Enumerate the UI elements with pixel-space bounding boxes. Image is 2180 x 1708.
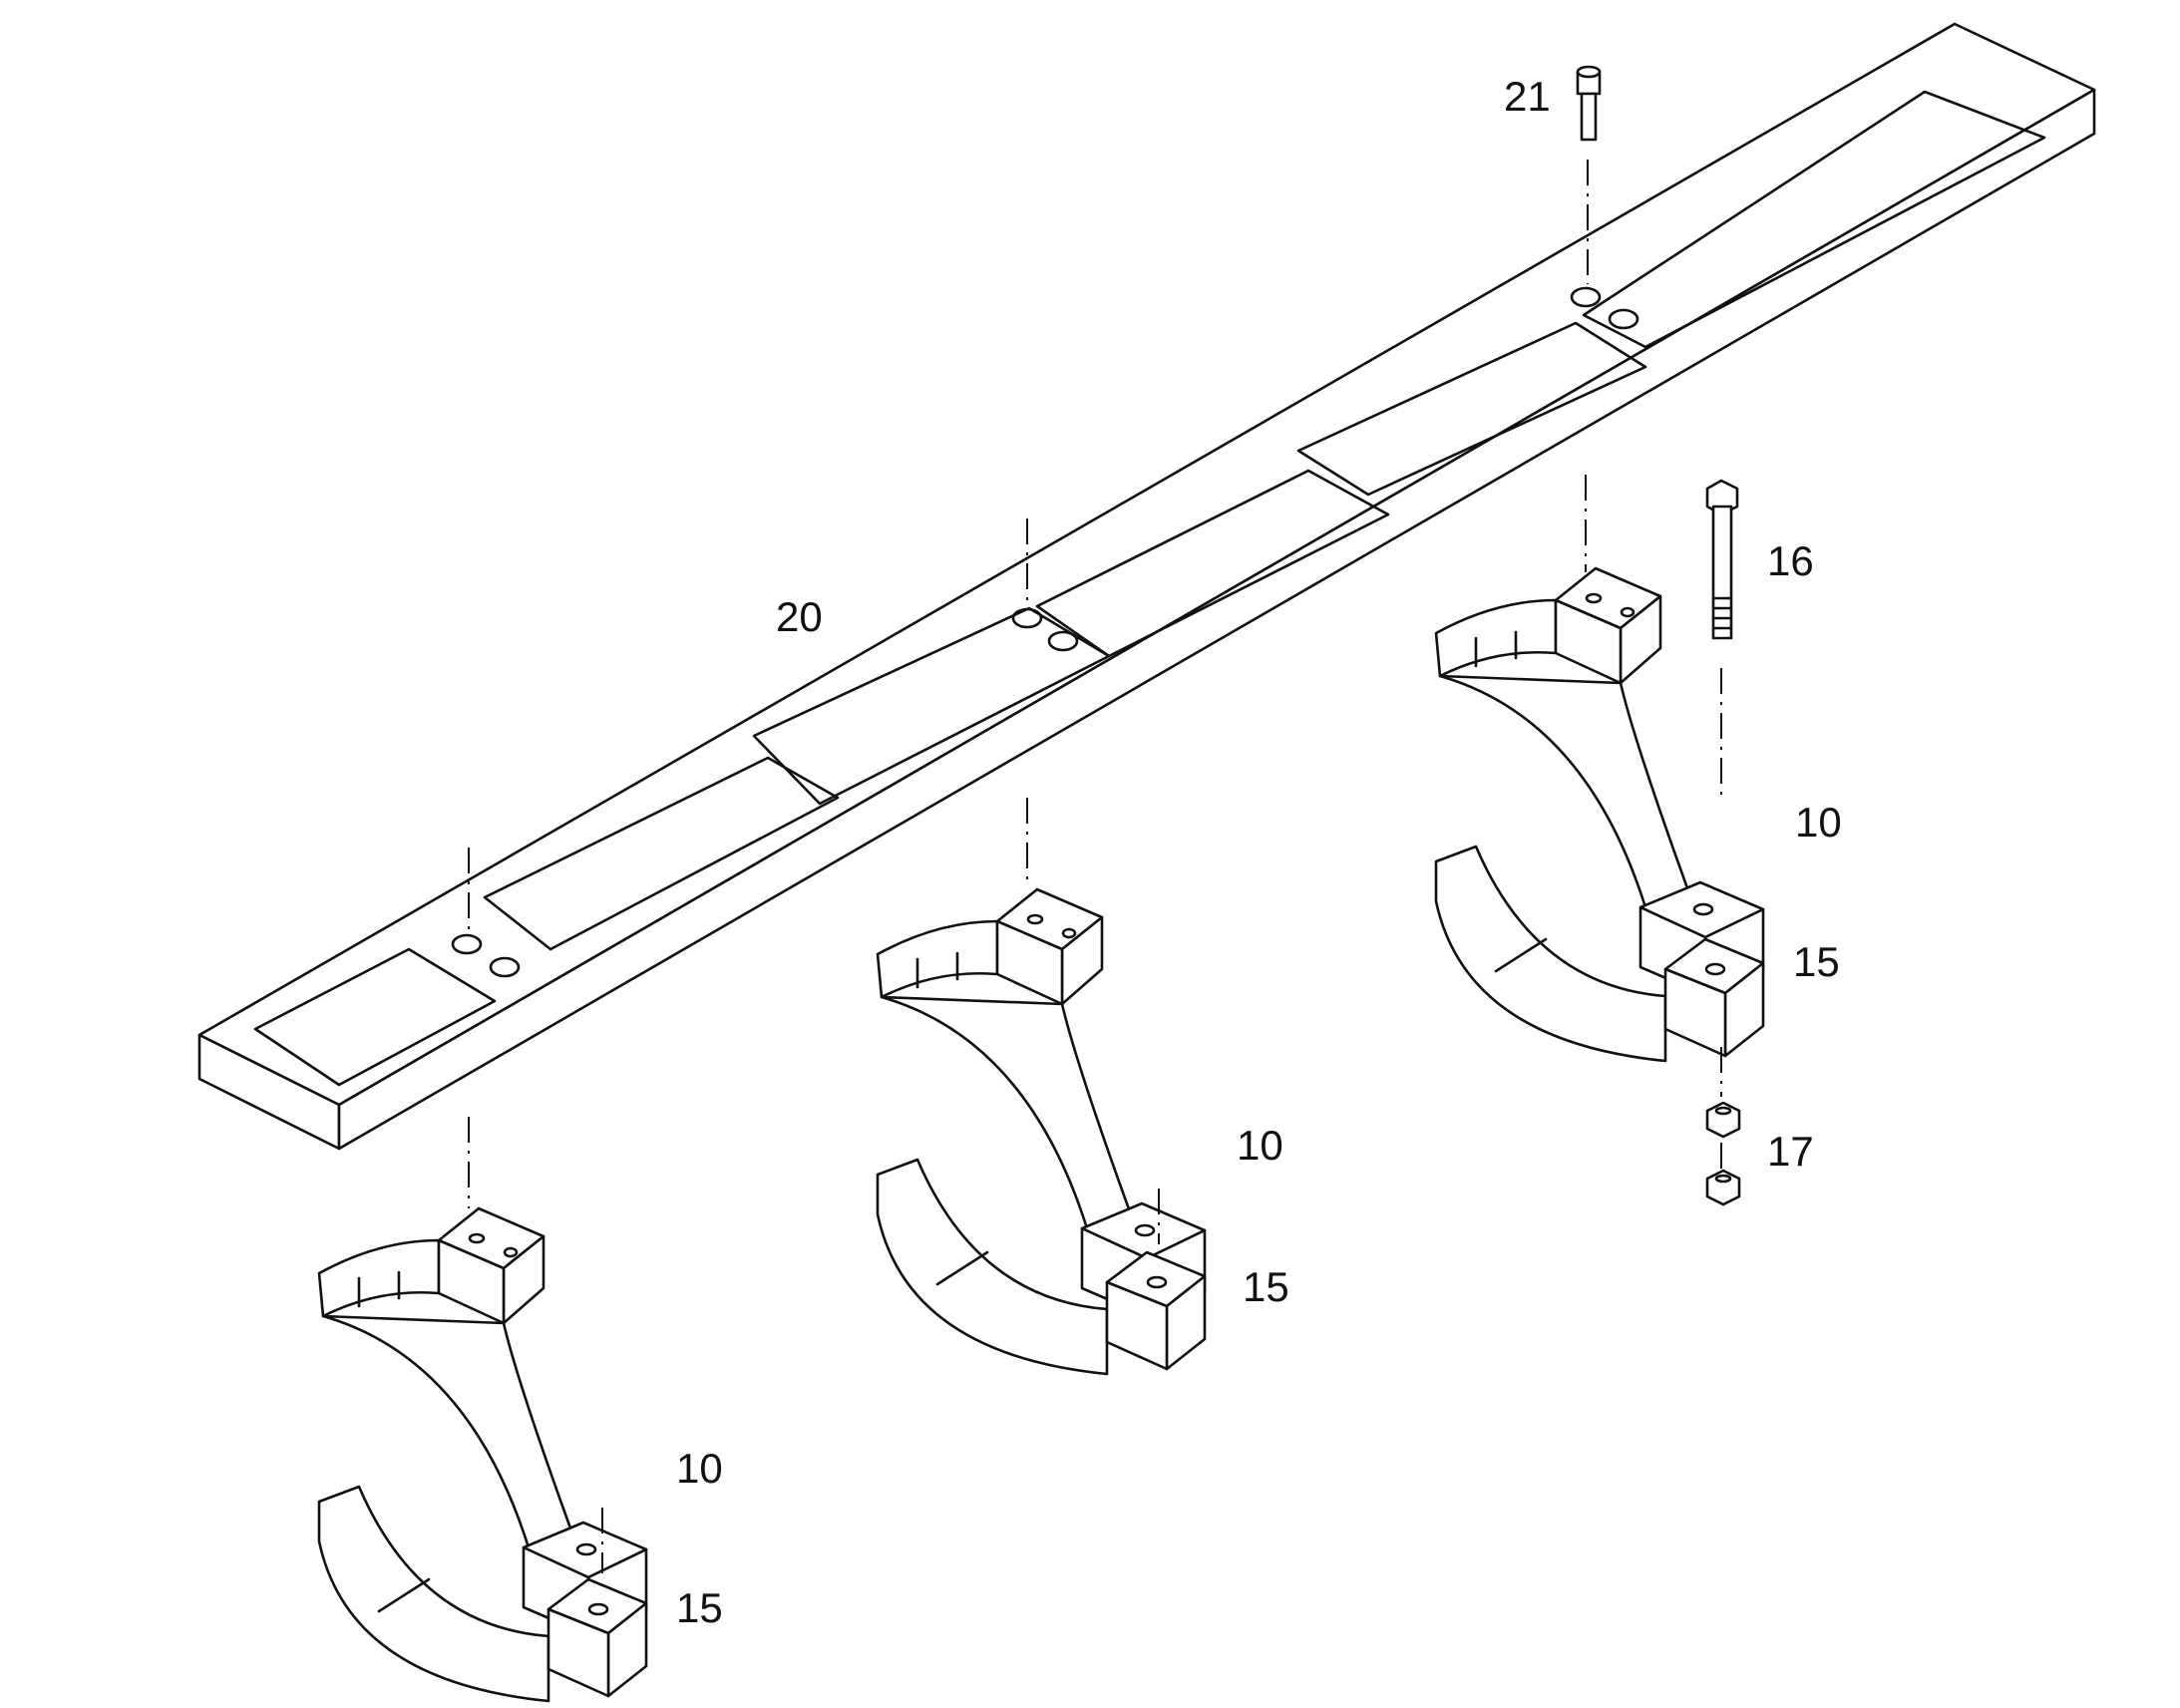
- lower-clamp-left: [317, 1485, 648, 1703]
- lower-clamp-middle: [876, 1158, 1207, 1376]
- callout-16: 16: [1767, 537, 1814, 584]
- callout-15-middle: 15: [1243, 1263, 1289, 1310]
- callout-21: 21: [1504, 73, 1551, 120]
- callout-10-left: 10: [676, 1445, 723, 1492]
- callout-10-right: 10: [1795, 799, 1842, 846]
- callout-10-middle: 10: [1237, 1122, 1283, 1169]
- callout-15-right: 15: [1793, 938, 1840, 985]
- carrier-rail: [197, 22, 2096, 1151]
- socket-screw: [1576, 65, 1602, 142]
- callout-15-left: 15: [676, 1584, 723, 1631]
- callout-20: 20: [776, 593, 823, 640]
- hex-nuts: [1705, 1101, 1741, 1206]
- hex-bolt: [1705, 479, 1739, 640]
- callout-17: 17: [1767, 1128, 1814, 1175]
- assembly-center-lines: [468, 160, 1722, 1573]
- lower-clamp-right: [1434, 845, 1765, 1063]
